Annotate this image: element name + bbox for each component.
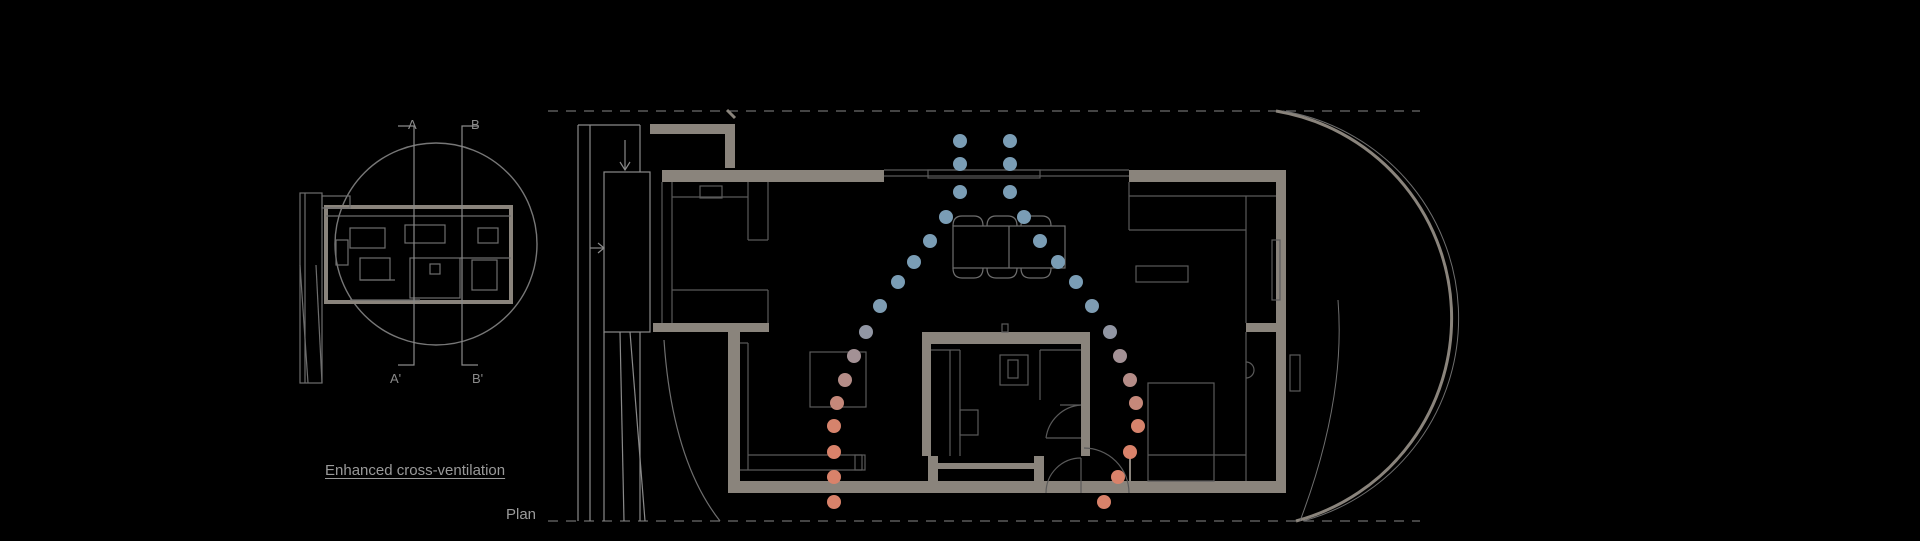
airflow-dot-right (1033, 234, 1047, 248)
airflow-dot-right (1017, 210, 1031, 224)
walls (650, 124, 1286, 493)
airflow-dot-right (1069, 275, 1083, 289)
airflow-dot-right (1097, 495, 1111, 509)
airflow-dot-right (1111, 470, 1125, 484)
section-marker-a-prime: A' (390, 371, 402, 386)
diagram-caption: Enhanced cross-ventilation (325, 462, 506, 479)
key-plan-walls (324, 205, 513, 304)
site-arcs (663, 108, 1460, 523)
airflow-dot-left (939, 210, 953, 224)
airflow-dot-right (1003, 157, 1017, 171)
airflow-dot-right (1051, 255, 1065, 269)
airflow-dot-left (953, 185, 967, 199)
airflow-dot-right (1113, 349, 1127, 363)
airflow-dot-right (1123, 373, 1137, 387)
airflow-dot-right (1103, 325, 1117, 339)
airflow-dot-left (891, 275, 905, 289)
airflow-dot-left (953, 157, 967, 171)
airflow-dot-right (1003, 185, 1017, 199)
airflow-dot-left (923, 234, 937, 248)
airflow-dot-right (1129, 396, 1143, 410)
airflow-dot-left (847, 349, 861, 363)
key-plan-rooms (326, 215, 511, 301)
key-plan-side-element (299, 192, 351, 384)
airflow-dot-left (873, 299, 887, 313)
airflow-dot-right (1085, 299, 1099, 313)
airflow-dot-left (827, 419, 841, 433)
interior-lines (661, 169, 1301, 494)
section-marker-a: A (408, 117, 417, 132)
stair-element (577, 124, 651, 522)
airflow-dot-left (953, 134, 967, 148)
dining-table (952, 215, 1066, 279)
plan-label: Plan (506, 506, 537, 523)
main-plan (548, 108, 1460, 523)
airflow-dot-right (1003, 134, 1017, 148)
airflow-paths (827, 134, 1145, 509)
airflow-dot-left (827, 445, 841, 459)
airflow-dot-left (827, 470, 841, 484)
airflow-dot-left (907, 255, 921, 269)
boundary-lines (548, 110, 1420, 522)
key-plan-circle (334, 142, 538, 346)
airflow-dot-left (838, 373, 852, 387)
airflow-dot-left (830, 396, 844, 410)
airflow-dot-left (859, 325, 873, 339)
section-marker-b-prime: B' (472, 371, 484, 386)
airflow-dot-right (1131, 419, 1145, 433)
key-plan-section-lines (398, 125, 478, 366)
section-marker-b: B (471, 117, 480, 132)
airflow-dot-right (1123, 445, 1137, 459)
airflow-dot-left (827, 495, 841, 509)
key-plan (299, 125, 538, 384)
